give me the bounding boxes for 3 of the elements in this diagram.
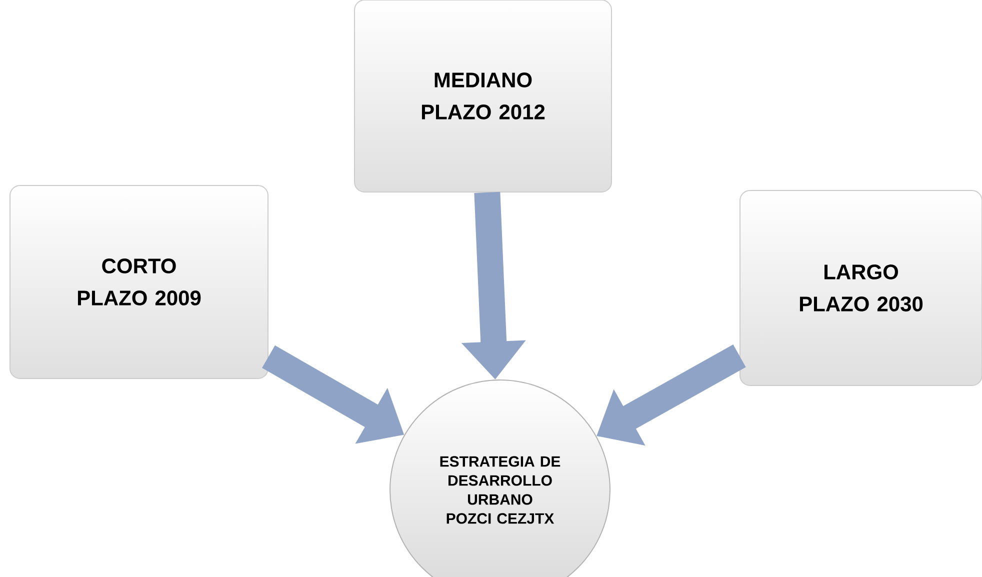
term-box: MEDIANO PLAZO 2012 [354,0,612,192]
term-box: LARGO PLAZO 2030 [740,190,982,386]
term-box: CORTO PLAZO 2009 [10,185,268,379]
